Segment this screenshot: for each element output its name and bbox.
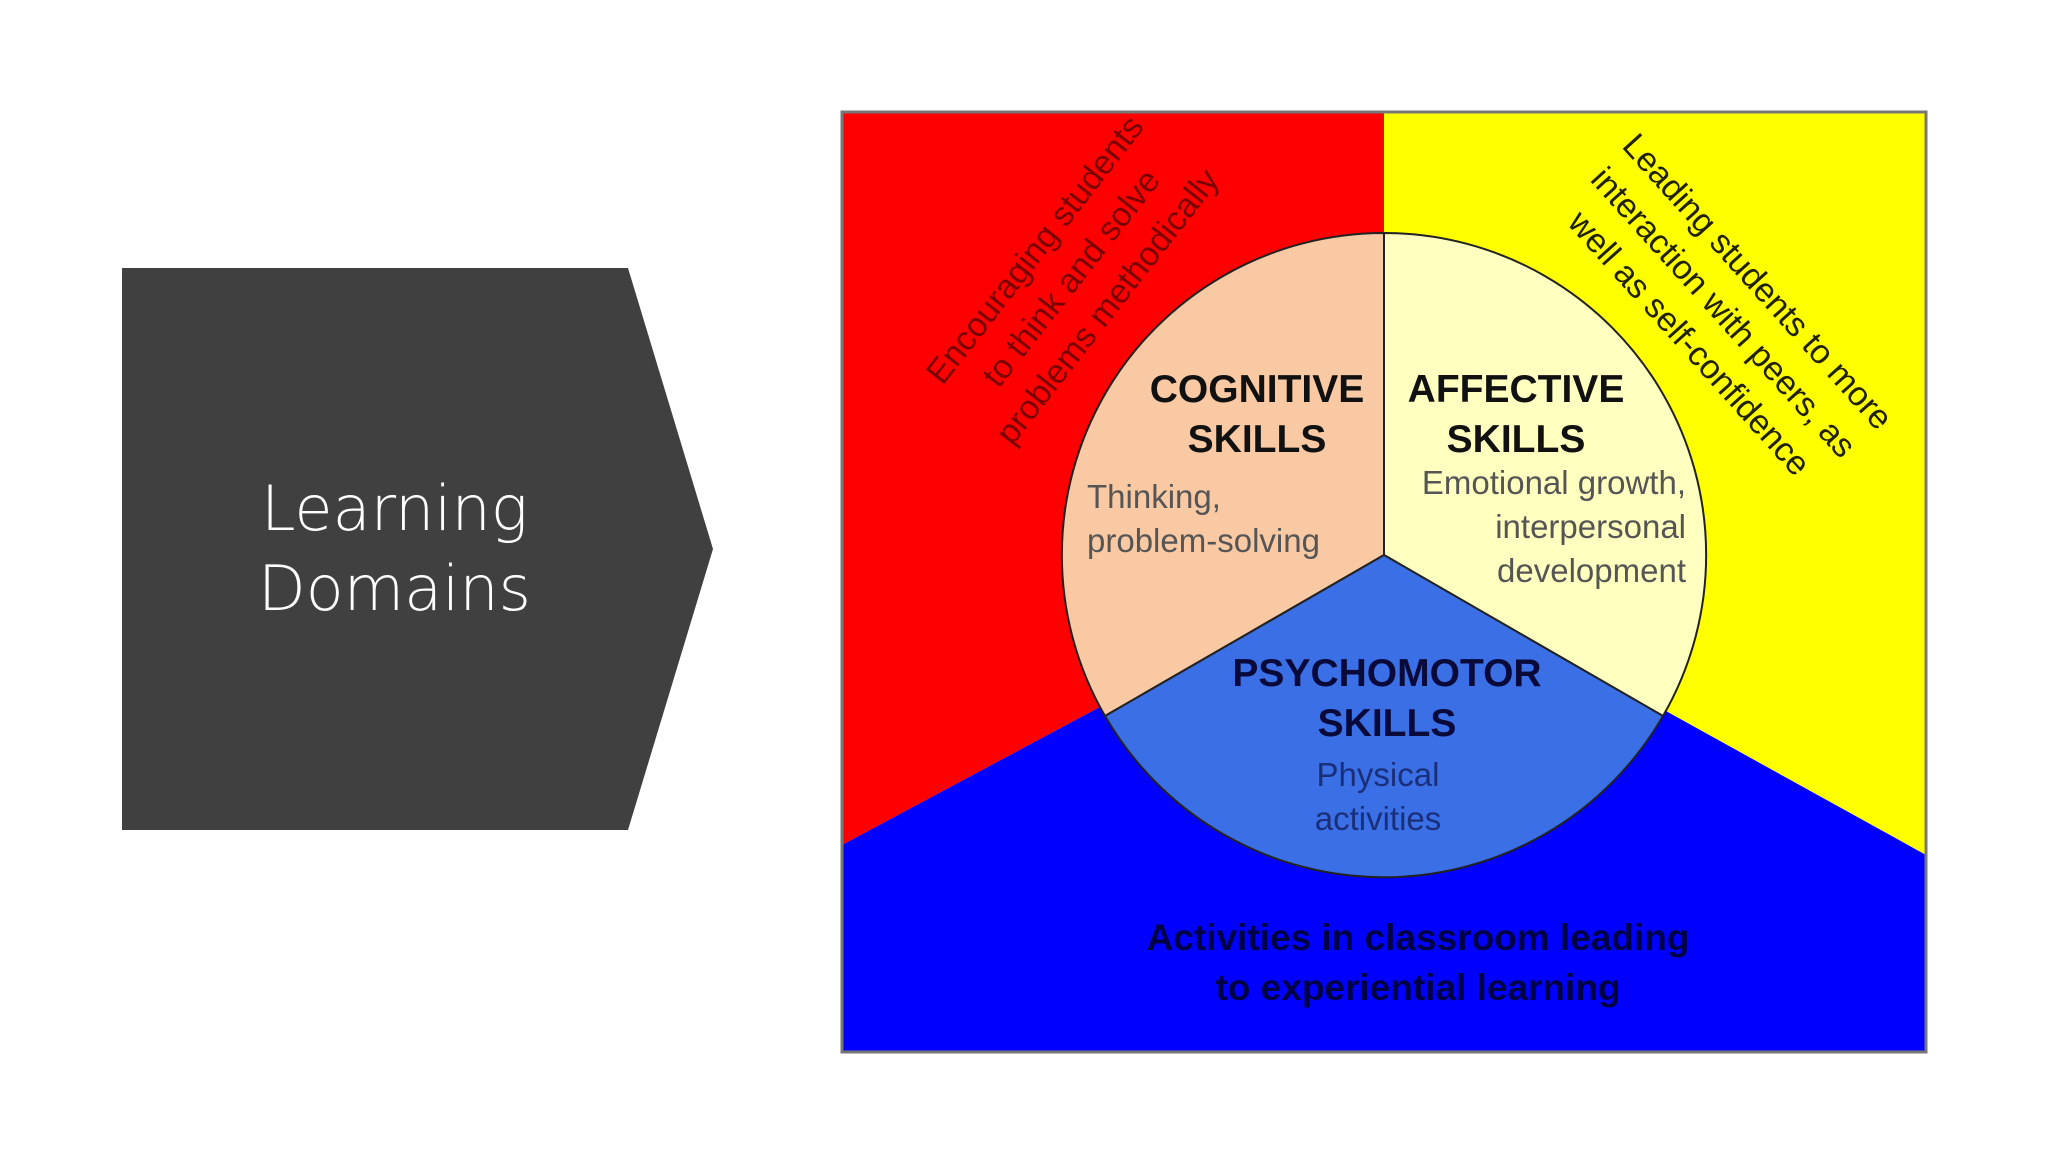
psychomotor-desc-line-2: activities	[1315, 800, 1442, 837]
cognitive-inner-sector	[1060, 231, 1385, 718]
psychomotor-desc-line-1: Physical	[1317, 756, 1440, 793]
psychomotor-desc-group: Physical activities	[1315, 756, 1442, 837]
psychomotor-title-line-2: SKILLS	[1318, 702, 1457, 745]
diagram-frame	[840, 110, 1928, 1054]
affective-desc-line-3: development	[1497, 552, 1686, 589]
cognitive-title-line-2: SKILLS	[1188, 418, 1327, 461]
slide-title: Learning Domains	[122, 268, 667, 830]
cognitive-label-group: COGNITIVE SKILLS	[1150, 368, 1365, 461]
cognitive-desc-line-2: problem-solving	[1087, 522, 1320, 559]
psychomotor-label-group: PSYCHOMOTOR SKILLS	[1232, 652, 1541, 745]
affective-title-line-2: SKILLS	[1447, 418, 1586, 461]
affective-title-line-1: AFFECTIVE	[1408, 368, 1625, 411]
affective-desc-line-2: interpersonal	[1495, 508, 1686, 545]
cognitive-desc-group: Thinking, problem-solving	[1087, 478, 1320, 559]
title-chevron	[122, 268, 713, 830]
psychomotor-outer-text: Activities in classroom leading to exper…	[1147, 917, 1690, 1008]
slide-title-line-1: Learning	[260, 472, 528, 545]
psychomotor-outer-line-1: Activities in classroom leading	[1147, 917, 1690, 958]
affective-label-group: AFFECTIVE SKILLS	[1408, 368, 1625, 461]
affective-desc-line-1: Emotional growth,	[1422, 464, 1686, 501]
cognitive-desc-line-1: Thinking,	[1087, 478, 1221, 515]
cognitive-title-line-1: COGNITIVE	[1150, 368, 1365, 411]
psychomotor-outer-line-2: to experiential learning	[1215, 967, 1620, 1008]
affective-inner-sector	[1383, 231, 1708, 718]
slide-title-line-2: Domains	[258, 552, 531, 625]
psychomotor-title-line-1: PSYCHOMOTOR	[1232, 652, 1541, 695]
affective-desc-group: Emotional growth, interpersonal developm…	[1422, 464, 1686, 589]
psychomotor-inner-sector	[1103, 553, 1665, 879]
